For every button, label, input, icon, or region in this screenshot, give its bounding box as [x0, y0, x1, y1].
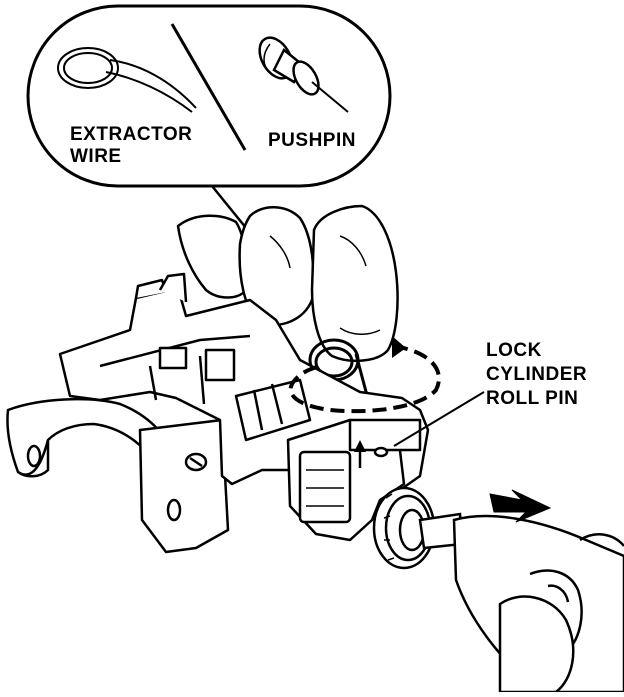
roll-pin-label-line1: LOCK	[486, 340, 542, 361]
callout-divider	[170, 23, 247, 151]
hand-illustration	[176, 204, 399, 363]
roll-pin-label-line2: CYLINDER	[486, 364, 588, 385]
push-arrow	[489, 489, 552, 523]
extractor-wire-label-line2: WIRE	[70, 146, 122, 167]
pushpin-icon	[258, 36, 349, 113]
roll-pin-leader-line	[393, 391, 485, 447]
lock-housing	[6, 272, 430, 554]
pushpin-label: PUSHPIN	[268, 130, 356, 151]
rotation-arrow-dashed	[288, 344, 441, 414]
rotation-arrowhead	[392, 336, 406, 358]
upward-arrow	[354, 440, 366, 468]
roll-pin-label-line3: ROLL PIN	[486, 388, 579, 409]
extractor-wire-icon	[57, 47, 197, 113]
extractor-wire-label-line1: EXTRACTOR	[70, 124, 193, 145]
key-cylinder	[372, 486, 464, 570]
key-illustration	[452, 514, 624, 694]
